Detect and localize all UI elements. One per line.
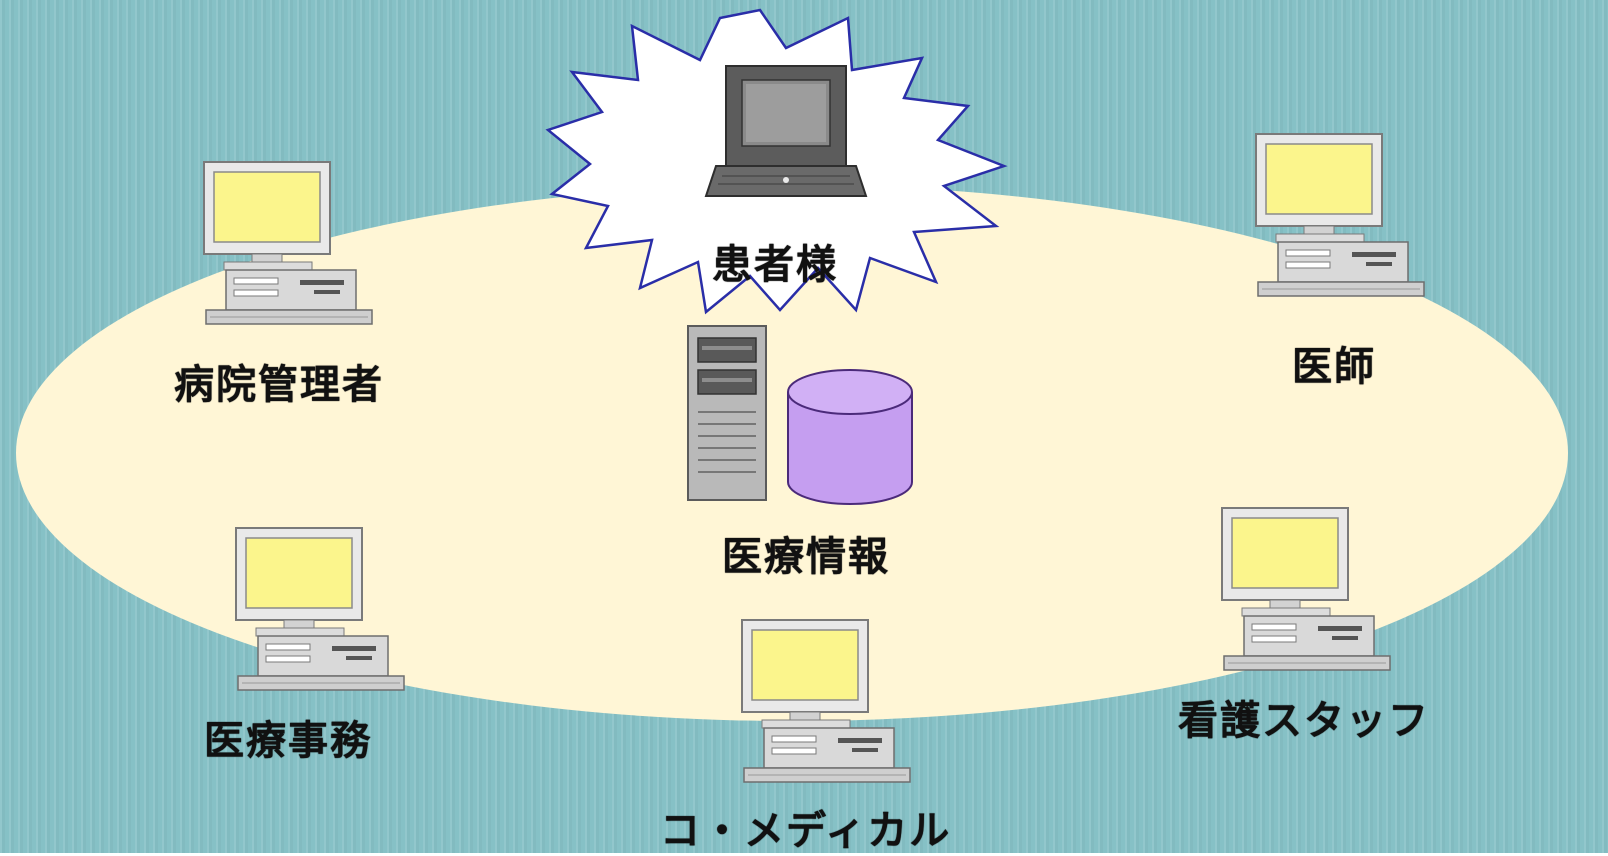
database-icon bbox=[787, 369, 913, 505]
doctor-computer-icon bbox=[1255, 133, 1425, 297]
server-tower-icon bbox=[687, 325, 767, 501]
medical-info-label: 医療情報 bbox=[722, 534, 890, 580]
doctor-label: 医師 bbox=[1292, 344, 1376, 390]
medical-office-label: 医療事務 bbox=[204, 718, 372, 764]
hospital-admin-label: 病院管理者 bbox=[174, 362, 384, 408]
laptop-icon bbox=[704, 65, 868, 197]
patient-label: 患者様 bbox=[712, 242, 838, 288]
nursing-staff-label: 看護スタッフ bbox=[1178, 698, 1430, 744]
co-medical-label: コ・メディカル bbox=[660, 808, 952, 854]
